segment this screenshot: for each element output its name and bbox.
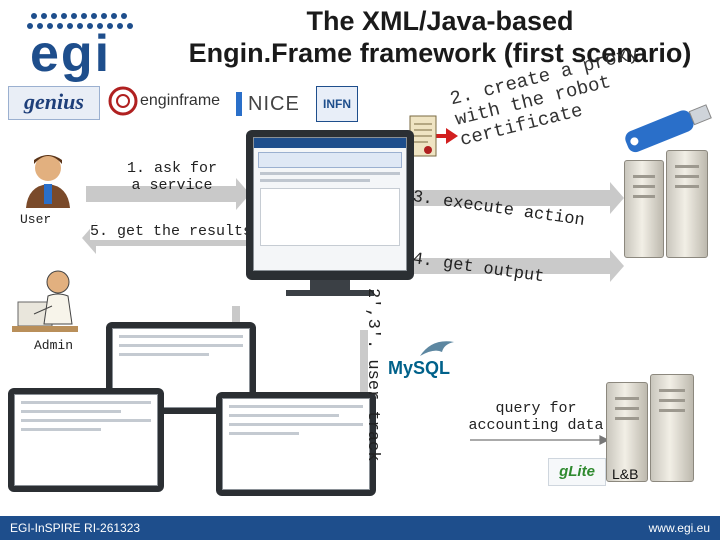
usb-key-icon [625, 104, 712, 153]
server-slot [615, 417, 639, 420]
certificate-scroll-icon [409, 115, 437, 157]
portal-monitor-base [286, 290, 374, 296]
portal-banner [258, 152, 402, 168]
admin-table-line [119, 353, 209, 356]
footer-bar: EGI-InSPIRE RI-261323 www.egi.eu [0, 516, 720, 540]
user-person-icon [26, 155, 70, 208]
server-slot [633, 175, 655, 178]
portal-screen [253, 137, 407, 271]
dolphin-icon [420, 341, 454, 356]
portal-monitor-stand [310, 280, 350, 292]
portal-content-line [260, 172, 400, 175]
admin-table-line [21, 401, 151, 404]
portal-content-box [260, 188, 400, 246]
admin-screen-right [222, 398, 370, 490]
admin-person-icon [12, 270, 78, 332]
lb-label: L&B [612, 466, 639, 482]
query-accounting-label: query for accounting data [466, 400, 606, 434]
admin-screen-left [14, 394, 158, 486]
server-slot [675, 185, 699, 188]
enginframe-swirl-icon [108, 86, 138, 116]
admin-table-line [21, 410, 121, 413]
server-slot [659, 409, 685, 412]
compute-server-1 [624, 160, 664, 258]
admin-table-line [21, 419, 151, 422]
server-slot [659, 399, 685, 402]
glite-logo-text: gLite [559, 463, 595, 480]
infn-logo: INFN [316, 86, 358, 122]
mysql-logo: MySQL [388, 336, 474, 384]
enginframe-logo-text: enginframe [140, 92, 221, 109]
lb-server-1 [606, 382, 648, 482]
get-results-label: 5. get the results [90, 223, 253, 240]
admin-monitor-right [216, 392, 376, 496]
server-slot [615, 407, 639, 410]
server-slot [633, 195, 655, 198]
admin-label: Admin [34, 338, 74, 353]
admin-table-line [21, 428, 101, 431]
admin-table-line [229, 423, 363, 426]
footer-grant: EGI-InSPIRE RI-261323 [10, 521, 141, 535]
user-label: User [20, 212, 52, 227]
nice-logo: NICE [236, 92, 308, 116]
nice-logo-text: NICE [248, 93, 300, 115]
server-slot [633, 185, 655, 188]
title-line-2: Engin.Frame framework (first scenario) [188, 38, 692, 68]
admin-table-line [229, 405, 363, 408]
admin-table-line [119, 335, 243, 338]
enginframe-logo: enginframe [108, 86, 220, 118]
portal-monitor [246, 130, 414, 296]
infn-logo-text: INFN [323, 97, 351, 111]
server-slot [615, 397, 639, 400]
admin-table-line [229, 414, 339, 417]
title-line-1: The XML/Java-based [306, 6, 574, 36]
glite-logo: gLite [548, 458, 606, 486]
server-slot [675, 175, 699, 178]
portal-header-bar [254, 138, 406, 148]
server-slot [659, 389, 685, 392]
admin-table-line [119, 344, 243, 347]
mysql-logo-text: MySQL [388, 358, 451, 378]
genius-logo: genius [8, 86, 100, 120]
user-track-label: 2',3'. user track [363, 288, 382, 462]
footer-url[interactable]: www.egi.eu [648, 521, 710, 535]
compute-server-2 [666, 150, 708, 258]
ask-service-label: 1. ask for a service [126, 160, 217, 194]
server-slot [675, 165, 699, 168]
lb-server-2 [650, 374, 694, 482]
red-arrow-icon [422, 128, 458, 144]
admin-table-line [229, 432, 299, 435]
egi-logo-text: egi [30, 25, 112, 83]
portal-content-line [260, 179, 370, 182]
genius-logo-text: genius [24, 89, 84, 114]
egi-logo: egi [10, 6, 150, 83]
admin-monitor-left [8, 388, 164, 492]
